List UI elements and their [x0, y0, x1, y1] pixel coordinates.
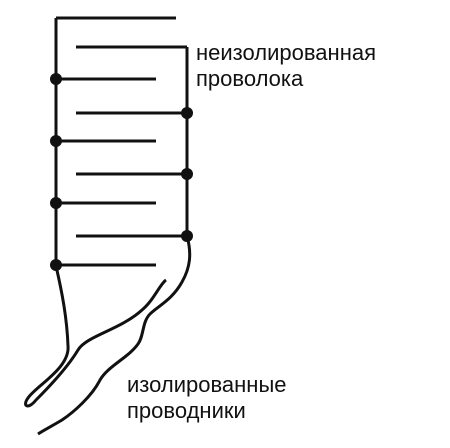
bare-wire-label-line-2: проволока	[196, 66, 304, 91]
junction-dot-left-3	[50, 197, 62, 209]
bare-wire-label: неизолированная проволока	[196, 40, 376, 92]
junction-dot-left-1	[50, 73, 62, 85]
insulated-conductor-right	[37, 235, 192, 436]
insulated-wires-label-line-2: проводники	[127, 398, 246, 423]
junction-dot-right-1	[181, 107, 193, 119]
bare-wire-label-line-1: неизолированная	[196, 40, 376, 65]
junction-dot-right-3	[181, 230, 193, 242]
insulated-wires-label: изолированные проводники	[127, 372, 287, 424]
junction-dot-left-2	[50, 135, 62, 147]
insulated-wires-label-line-1: изолированные	[127, 372, 287, 397]
junction-dot-right-2	[181, 168, 193, 180]
junction-dot-left-4	[50, 259, 62, 271]
insulated-conductor-left	[24, 265, 167, 408]
